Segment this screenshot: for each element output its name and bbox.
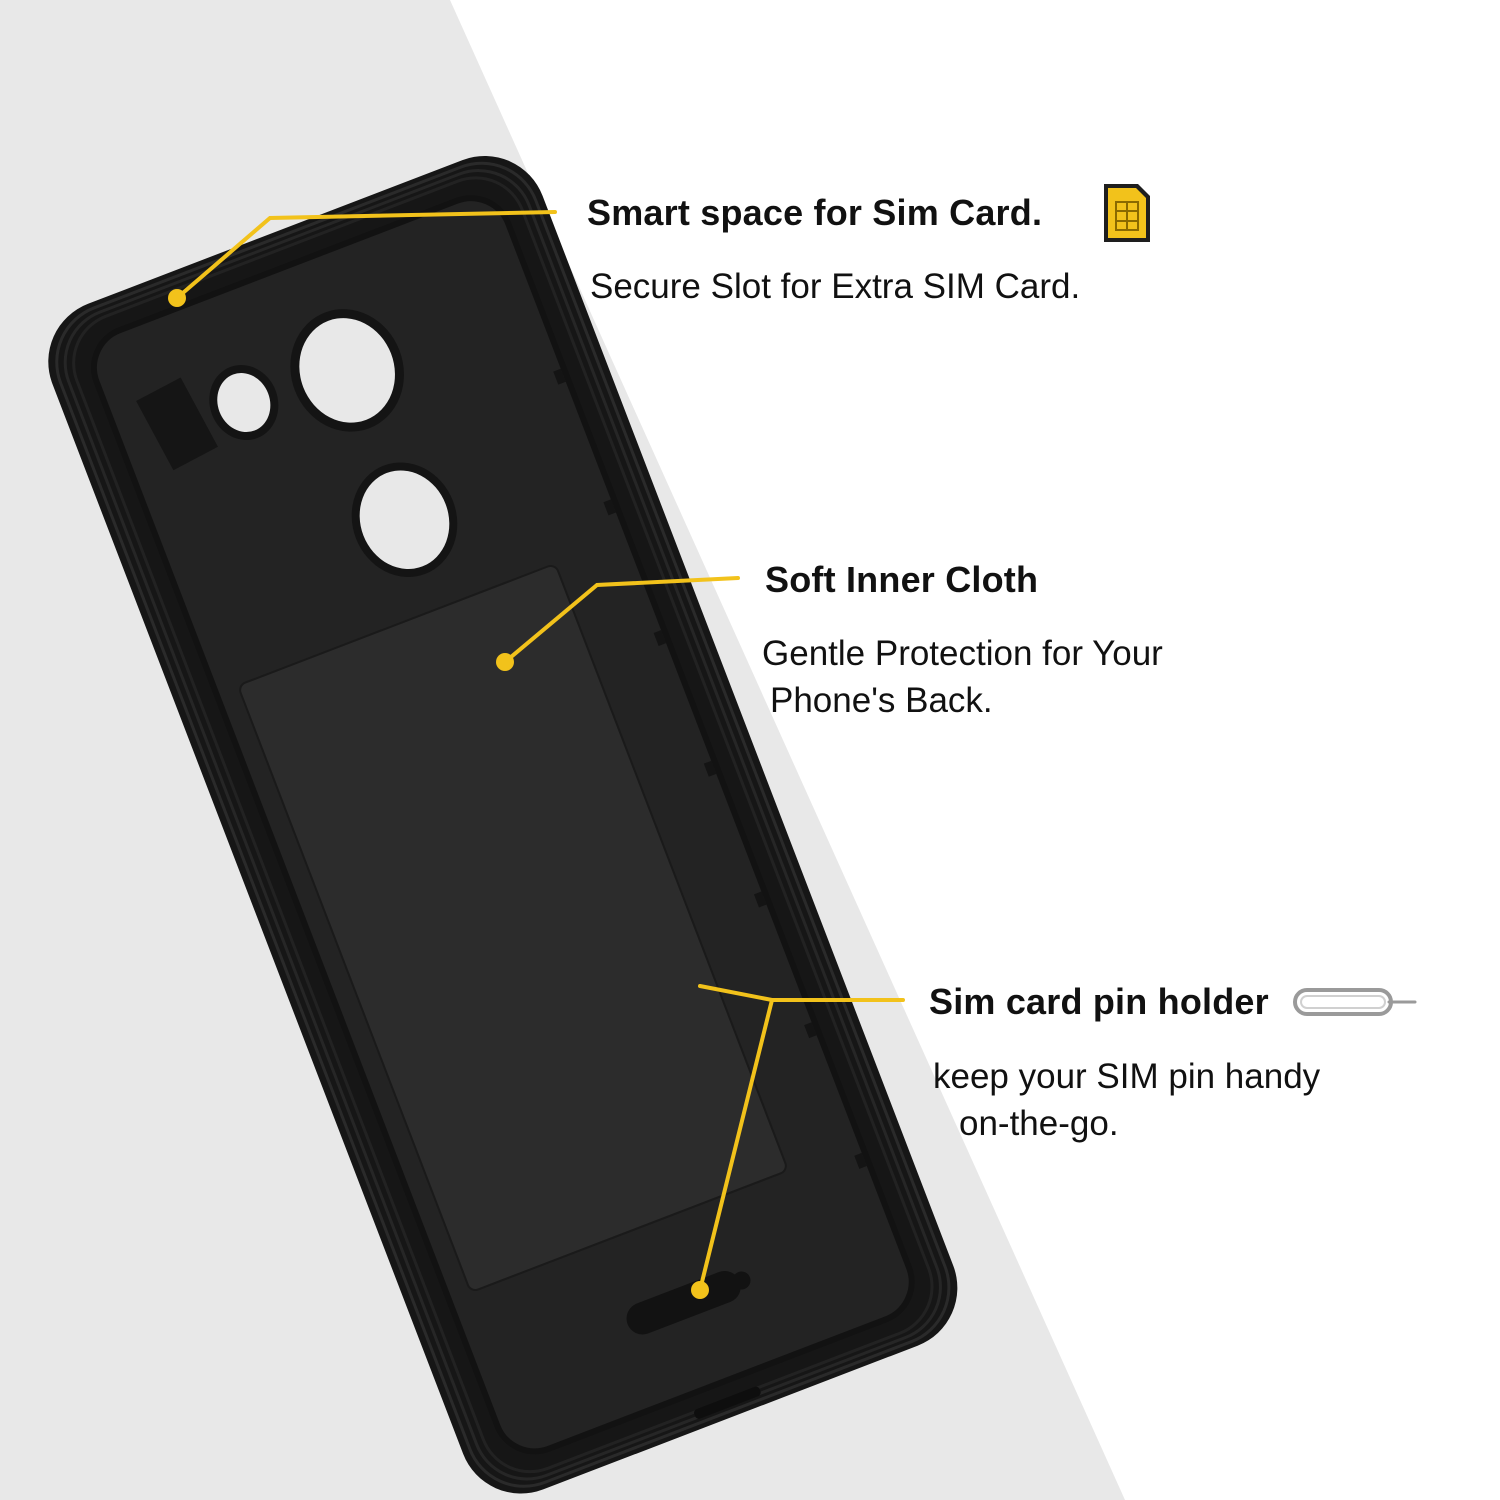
callout-desc-line: Gentle Protection for Your: [762, 634, 1163, 673]
phone-case: [48, 155, 958, 1494]
callout-dot-soft-cloth: [496, 653, 514, 671]
callout-desc-line: keep your SIM pin handy: [933, 1057, 1321, 1096]
sim-card-icon: [1104, 184, 1150, 242]
callout-desc-line: Secure Slot for Extra SIM Card.: [590, 267, 1081, 306]
callout-dot-pin-holder: [691, 1281, 709, 1299]
callout-line-soft-cloth: [503, 576, 740, 664]
sim-slot: [136, 377, 218, 471]
callout-desc-line: Phone's Back.: [770, 681, 993, 720]
callout-desc-soft-cloth: Gentle Protection for Your Phone's Back.: [762, 630, 1163, 724]
callout-title-soft-cloth: Soft Inner Cloth: [765, 559, 1039, 600]
callout-desc-sim-space: Secure Slot for Extra SIM Card.: [590, 263, 1080, 310]
callout-lines: [175, 210, 905, 1292]
callout-line-sim-space: [175, 210, 557, 300]
callout-title-pin-holder: Sim card pin holder: [929, 981, 1269, 1022]
callout-desc-line: on-the-go.: [959, 1104, 1119, 1143]
sim-ejector-pin-icon: [1293, 988, 1417, 1016]
callout-title-sim-space: Smart space for Sim Card.: [587, 192, 1043, 233]
callout-desc-pin-holder: keep your SIM pin handy on-the-go.: [933, 1053, 1320, 1147]
callout-dot-sim-space: [168, 289, 186, 307]
soft-cloth-panel: [240, 565, 786, 1290]
pin-holder-slot: [626, 1270, 741, 1335]
